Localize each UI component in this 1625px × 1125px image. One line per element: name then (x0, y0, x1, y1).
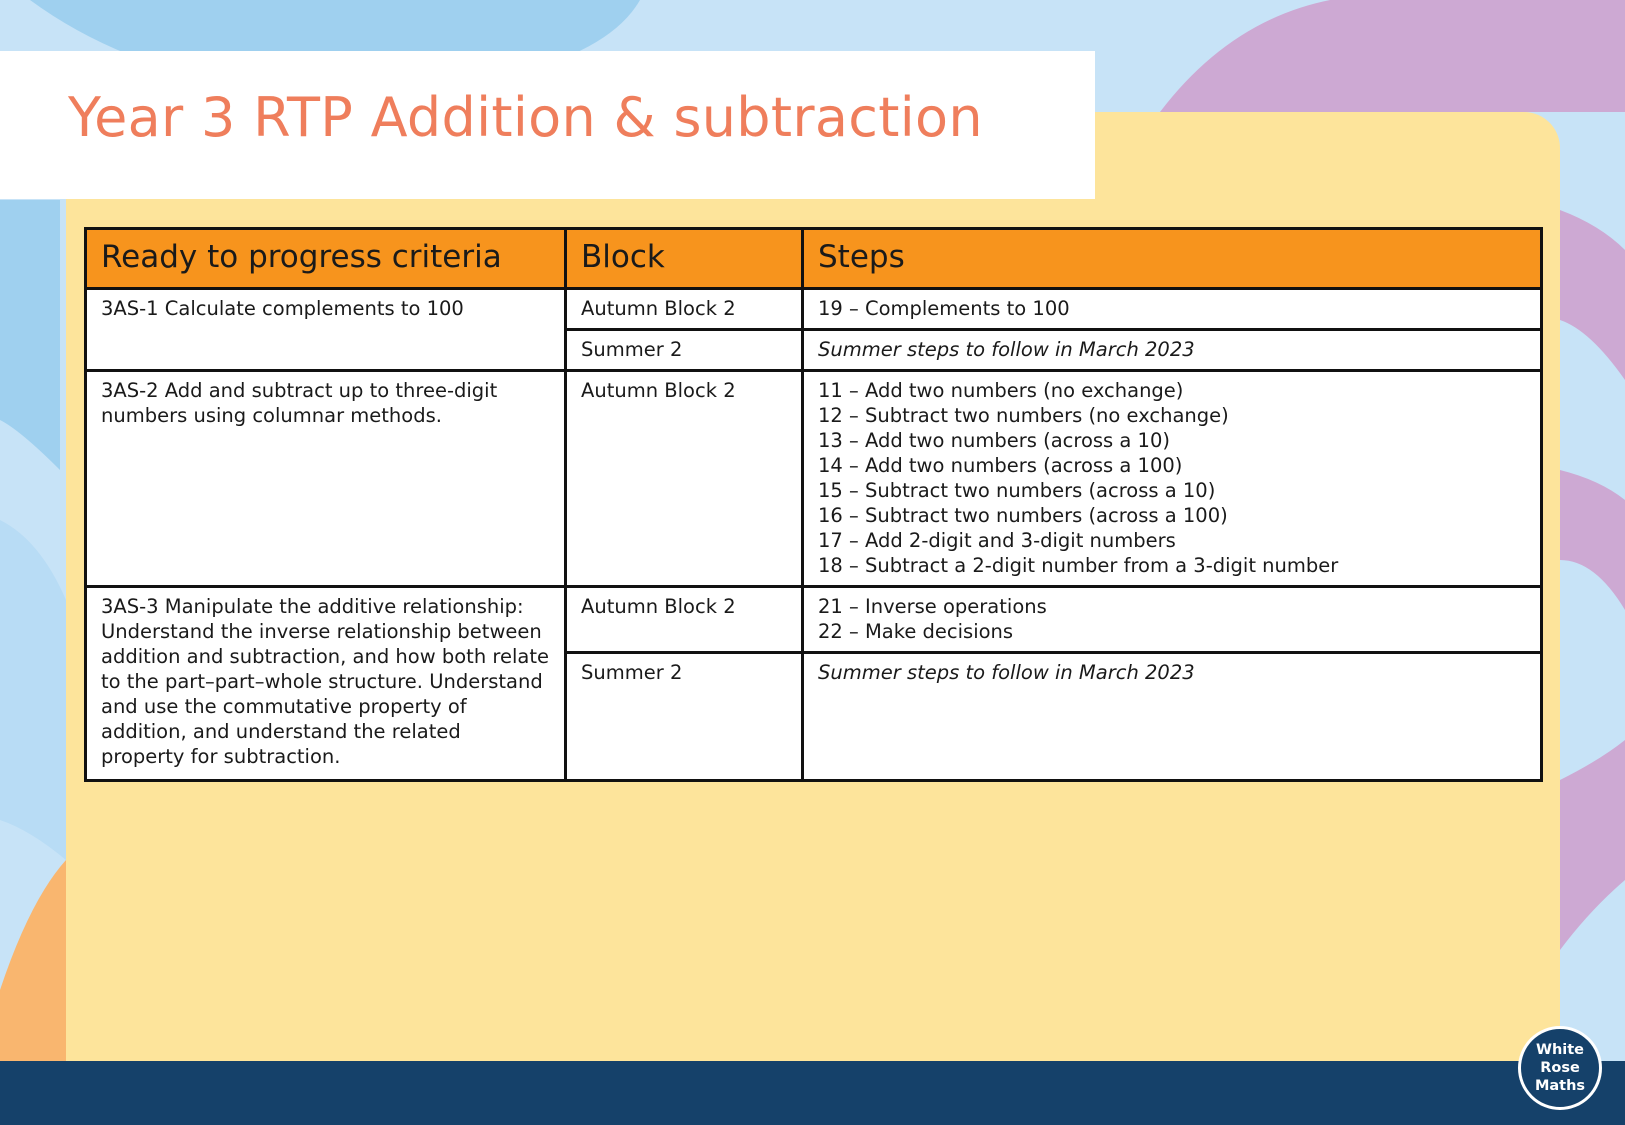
white-rose-maths-logo: White Rose Maths (1518, 1026, 1602, 1110)
step-item: 11 – Add two numbers (no exchange) (818, 379, 1184, 402)
orange-arc-bottom-left (0, 860, 66, 1061)
step-item: Summer steps to follow in March 2023 (818, 338, 1195, 361)
table-row: Summer 2 Summer steps to follow in March… (86, 651, 1543, 782)
step-item: Summer steps to follow in March 2023 (818, 661, 1195, 684)
criteria-cell: 3AS-1 Calculate complements to 100 (84, 287, 567, 372)
blue-arc-left-low (0, 520, 66, 860)
steps-cell: Summer steps to follow in March 2023 (801, 328, 1543, 372)
block-cell: Autumn Block 2 (564, 585, 804, 654)
blue-arc-left (0, 200, 60, 470)
page-title: Year 3 RTP Addition & subtraction (68, 86, 983, 149)
criteria-cell: 3AS-3 Manipulate the additive relationsh… (84, 585, 567, 782)
criteria-cell: 3AS-2 Add and subtract up to three-digit… (84, 369, 567, 588)
step-item: 13 – Add two numbers (across a 10) (818, 429, 1170, 452)
table-row: 3AS-2 Add and subtract up to three-digit… (84, 369, 1543, 588)
steps-cell: 11 – Add two numbers (no exchange) 12 – … (801, 369, 1543, 588)
logo-text-line: Maths (1534, 1078, 1586, 1094)
title-card (0, 51, 1095, 199)
logo-text-line: Rose (1540, 1060, 1580, 1076)
logo-text-line: White (1535, 1042, 1585, 1058)
step-item: 18 – Subtract a 2-digit number from a 3-… (818, 554, 1339, 577)
block-cell: Summer 2 (564, 651, 804, 782)
footer-bar (0, 1061, 1625, 1125)
table-row: Summer 2 Summer steps to follow in March… (86, 328, 1543, 372)
purple-arc-top-right (1160, 0, 1625, 112)
steps-cell: Summer steps to follow in March 2023 (801, 651, 1543, 782)
rtp-table: Ready to progress criteria Block Steps 3… (84, 227, 1543, 782)
step-item: 14 – Add two numbers (across a 100) (818, 454, 1183, 477)
purple-arc-right-1 (1560, 210, 1625, 380)
step-item: 15 – Subtract two numbers (across a 10) (818, 479, 1216, 502)
steps-cell: 19 – Complements to 100 (801, 287, 1543, 331)
step-item: 19 – Complements to 100 (818, 297, 1070, 320)
header-criteria: Ready to progress criteria (84, 227, 567, 290)
table-header-row: Ready to progress criteria Block Steps (84, 227, 1543, 290)
step-item: 12 – Subtract two numbers (no exchange) (818, 404, 1229, 427)
step-item: 17 – Add 2-digit and 3-digit numbers (818, 529, 1176, 552)
step-item: 21 – Inverse operations (818, 595, 1047, 618)
step-item: 16 – Subtract two numbers (across a 100) (818, 504, 1228, 527)
purple-arc-right-3 (1560, 740, 1625, 950)
table-row: 3AS-3 Manipulate the additive relationsh… (84, 585, 1543, 782)
block-cell: Autumn Block 2 (564, 369, 804, 588)
steps-cell: 21 – Inverse operations 22 – Make decisi… (801, 585, 1543, 654)
purple-arc-right-2 (1560, 470, 1625, 610)
header-block: Block (564, 227, 804, 290)
step-item: 22 – Make decisions (818, 620, 1014, 643)
header-steps: Steps (801, 227, 1543, 290)
block-cell: Autumn Block 2 (564, 287, 804, 331)
block-cell: Summer 2 (564, 328, 804, 372)
table-row: 3AS-1 Calculate complements to 100 Autum… (84, 287, 1543, 372)
